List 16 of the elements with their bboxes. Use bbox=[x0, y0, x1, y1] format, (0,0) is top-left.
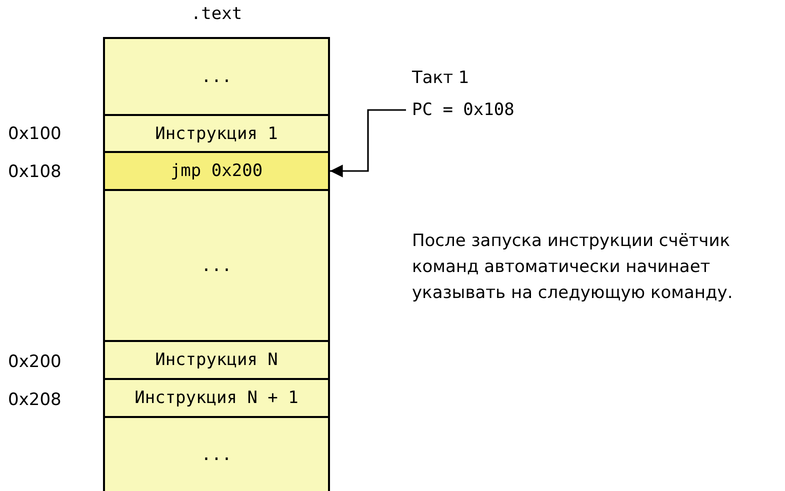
cycle-label: Такт 1 bbox=[412, 68, 470, 88]
address-label: 0x100 bbox=[8, 124, 62, 144]
address-label: 0x108 bbox=[8, 162, 62, 182]
memory-cell: Инструкция N + 1 bbox=[103, 378, 330, 418]
memory-cell: Инструкция N bbox=[103, 340, 330, 380]
memory-cell: ... bbox=[103, 189, 330, 342]
arrow bbox=[330, 109, 406, 178]
note-text: После запуска инструкции счётчик команд автоматически начинает указывать на следующую команду. bbox=[412, 230, 734, 305]
memory-cell: ... bbox=[103, 37, 330, 116]
memory-cell: ... bbox=[103, 416, 330, 491]
register-value: PC = 0x108 bbox=[412, 100, 514, 120]
memory-cell: jmp 0x200 bbox=[103, 151, 330, 191]
section-title: .text bbox=[190, 4, 244, 24]
address-label: 0x208 bbox=[8, 390, 62, 410]
memory-cell: Инструкция 1 bbox=[103, 114, 330, 153]
address-label: 0x200 bbox=[8, 352, 62, 372]
